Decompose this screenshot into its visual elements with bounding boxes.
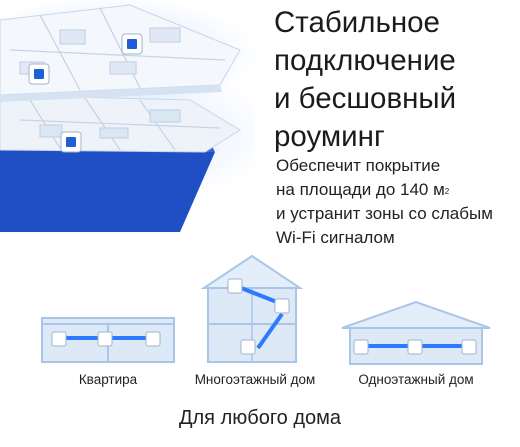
description-line: Wi-Fi сигналом [276,228,395,247]
description-line: и устранит зоны со слабым [276,204,493,223]
headline-line: роуминг [274,120,385,153]
description-line: на площади до 140 м2 [276,178,516,202]
mesh-unit-icon [28,63,50,85]
headline-line: подключение [274,44,456,77]
mesh-unit-icon [60,131,82,153]
tagline: Для любого дома [178,407,342,429]
scenario-label-apartment: Квартира [78,372,138,387]
description: Обеспечит покрытие на площади до 140 м2 … [276,154,516,250]
headline: Стабильное подключение и бесшовный роуми… [274,4,514,156]
description-line: Обеспечит покрытие [276,156,441,175]
headline-line: Стабильное [274,6,440,39]
apartment-icon [41,317,175,363]
single-storey-house-icon [341,300,491,365]
scenario-label-multi-storey: Многоэтажный дом [194,372,316,387]
floor-plan-illustration [0,0,255,232]
mesh-unit-icon [121,33,143,55]
multi-storey-house-icon [200,254,304,363]
scenario-label-single-storey: Одноэтажный дом [358,372,474,387]
headline-line: и бесшовный [274,82,457,115]
description-area: на площади до 140 м [276,180,445,199]
square-superscript: 2 [444,187,450,196]
